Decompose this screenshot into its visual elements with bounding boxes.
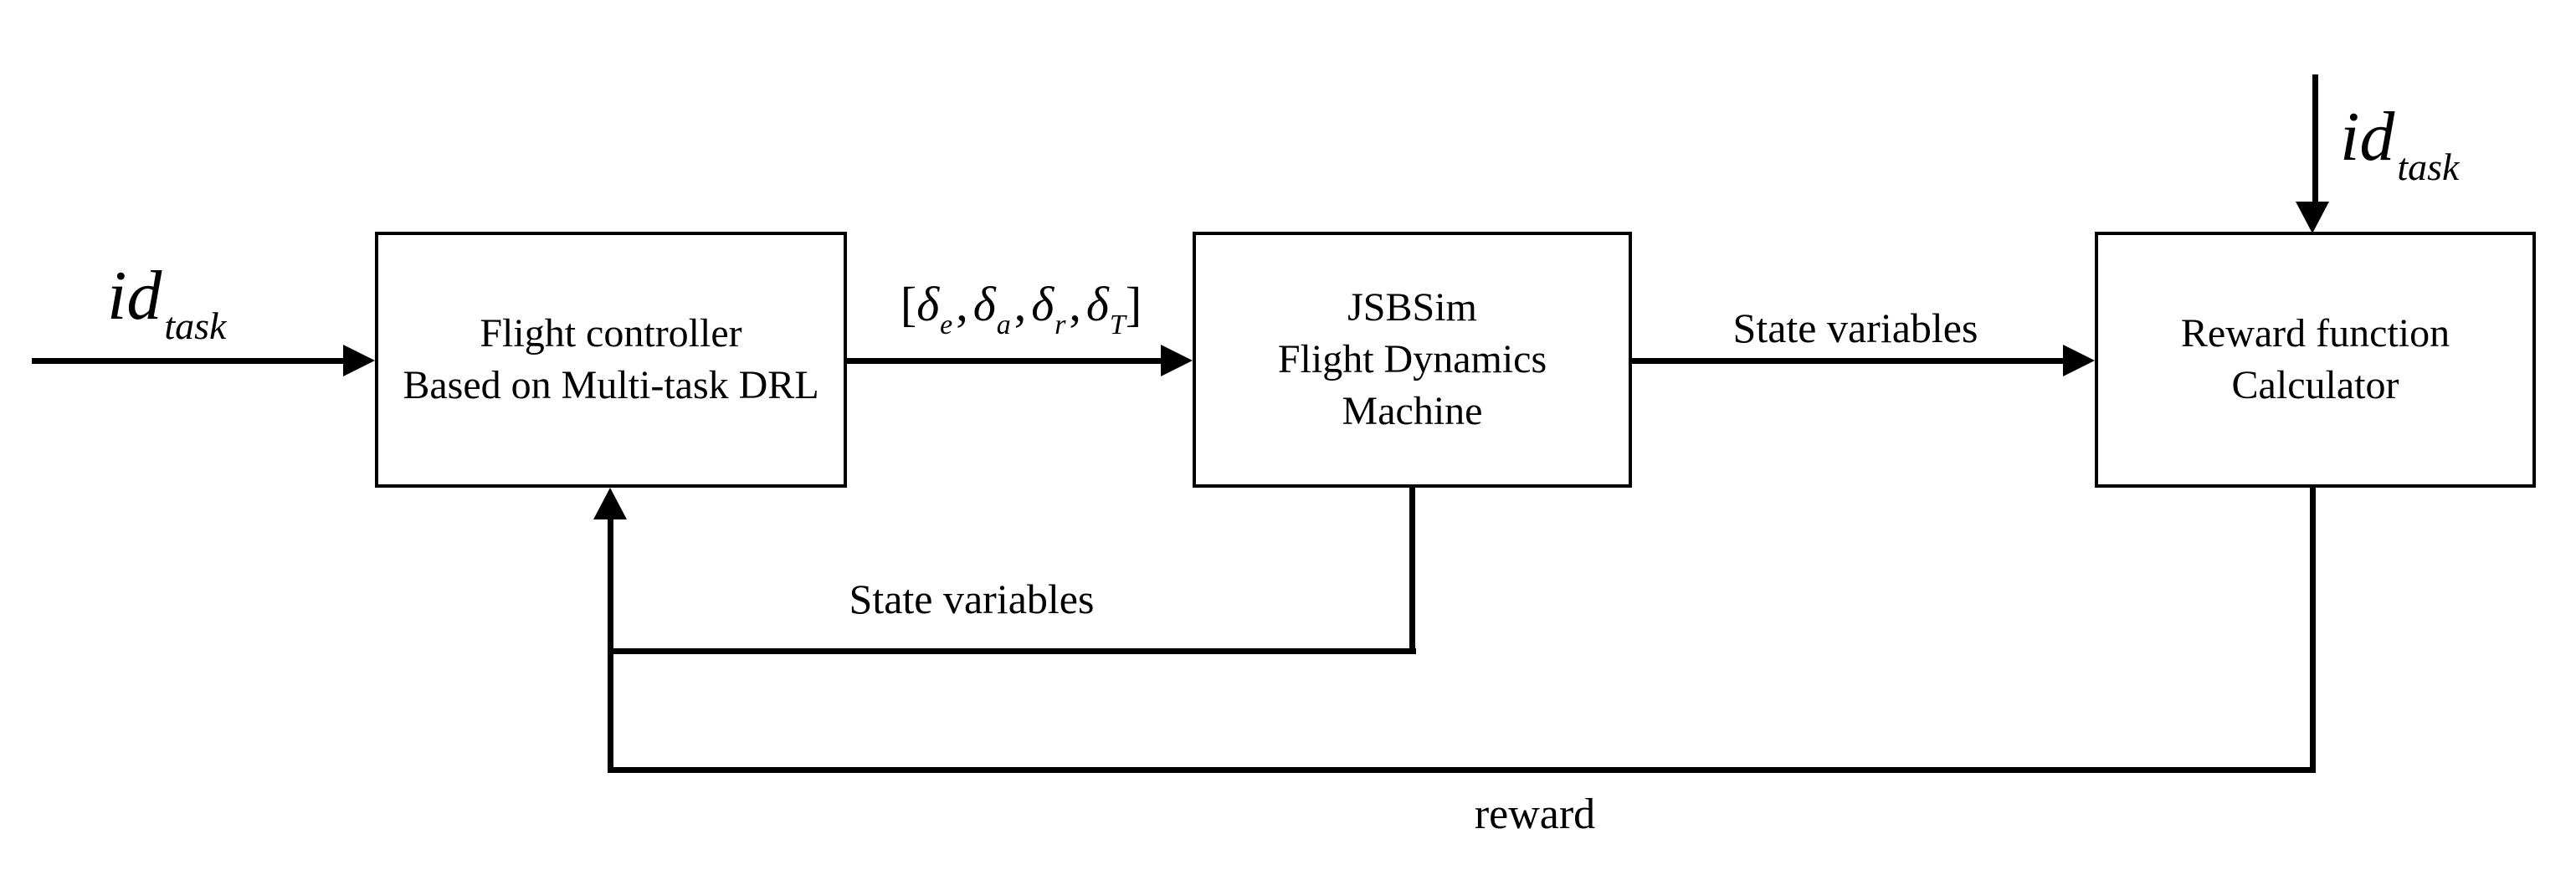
reward-label: reward — [1474, 790, 1596, 838]
delta-T-subscript: T — [1109, 310, 1126, 340]
jsbsim-line3: Machine — [1342, 389, 1483, 433]
flight-controller-line1: Flight controller — [480, 311, 742, 356]
flight-controller-line2: Based on Multi-task DRL — [403, 363, 819, 407]
id-task-input-arrowhead-icon — [343, 345, 375, 376]
control-vector-close-bracket: ] — [1125, 277, 1142, 331]
control-vector-comma-1: , — [956, 277, 968, 331]
state-variables-feedback-line — [608, 648, 1416, 654]
id-task-top-base: id — [2340, 98, 2395, 176]
id-task-input-arrow-line — [32, 358, 346, 364]
control-vector-arrowhead-icon — [1161, 345, 1193, 376]
reward-calculator-box: Reward function Calculator — [2095, 232, 2536, 488]
reward-feedback-line — [608, 767, 2316, 773]
control-vector-comma-2: , — [1013, 277, 1027, 331]
state-variables-arrow-line — [1632, 358, 2069, 364]
delta-a-symbol: δ — [972, 277, 996, 331]
jsbsim-box: JSBSim Flight Dynamics Machine — [1193, 232, 1632, 488]
control-vector-arrow-line — [847, 358, 1167, 364]
control-vector-label: [δe,δa,δr,δT] — [854, 277, 1188, 341]
delta-e-subscript: e — [940, 310, 953, 340]
delta-e-symbol: δ — [916, 277, 940, 331]
flight-controller-box: Flight controller Based on Multi-task DR… — [375, 232, 847, 488]
state-variables-arrowhead-icon — [2063, 345, 2095, 376]
control-vector-comma-3: , — [1069, 277, 1081, 331]
state-variables-top-label: State variables — [1732, 304, 1978, 351]
id-task-top-subscript: task — [2397, 146, 2460, 188]
delta-r-subscript: r — [1055, 310, 1066, 340]
id-task-left-subscript: task — [164, 304, 227, 347]
feedback-riser-line — [608, 516, 613, 773]
reward-drop-line — [2310, 488, 2316, 773]
feedback-arrowhead-icon — [593, 488, 627, 519]
jsbsim-feedback-drop-line — [1409, 488, 1415, 654]
id-task-top-arrow-line — [2312, 74, 2318, 204]
id-task-left-label: idtask — [107, 261, 226, 348]
reward-calculator-line2: Calculator — [2231, 363, 2399, 407]
delta-r-symbol: δ — [1031, 277, 1055, 331]
id-task-top-label: idtask — [2340, 102, 2459, 189]
state-variables-feedback-label: State variables — [849, 576, 1095, 622]
reward-calculator-line1: Reward function — [2180, 311, 2450, 356]
jsbsim-line1: JSBSim — [1347, 285, 1477, 330]
id-task-left-base: id — [107, 257, 162, 335]
jsbsim-line2: Flight Dynamics — [1277, 337, 1547, 381]
delta-T-symbol: δ — [1085, 277, 1109, 331]
delta-a-subscript: a — [996, 310, 1011, 340]
control-vector-open-bracket: [ — [900, 277, 917, 331]
id-task-top-arrowhead-icon — [2296, 202, 2329, 233]
